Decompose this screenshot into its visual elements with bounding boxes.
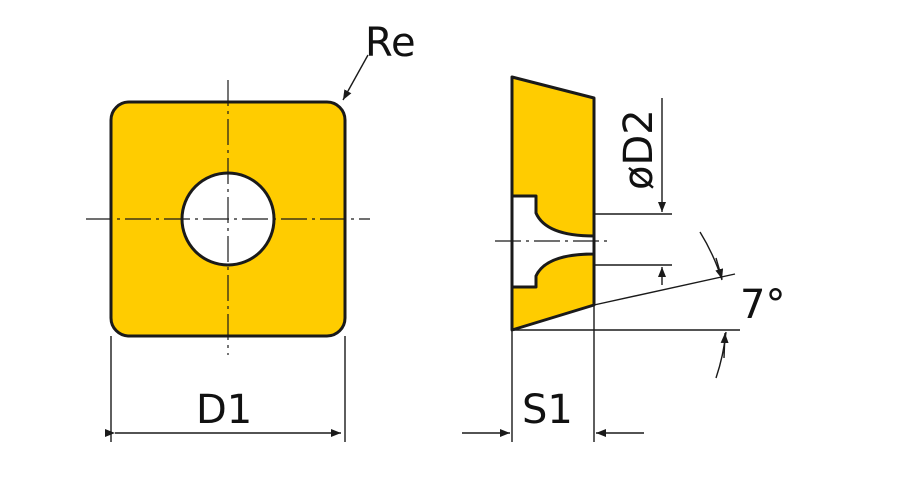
angle-arc-lower xyxy=(715,331,727,379)
angle-arrow-top xyxy=(715,257,724,280)
angle-label: 7° xyxy=(740,282,785,328)
top-view: Re D1 xyxy=(86,20,416,442)
s1-label: S1 xyxy=(522,387,573,433)
angle-face-line xyxy=(593,273,736,306)
d2-label: øD2 xyxy=(616,109,662,190)
angle-arrow-bottom xyxy=(720,332,729,359)
re-label: Re xyxy=(365,20,416,66)
side-view: øD2 7° S1 xyxy=(462,75,785,442)
d1-label: D1 xyxy=(196,387,252,433)
angle-arc xyxy=(699,231,723,281)
re-leader xyxy=(342,54,369,101)
